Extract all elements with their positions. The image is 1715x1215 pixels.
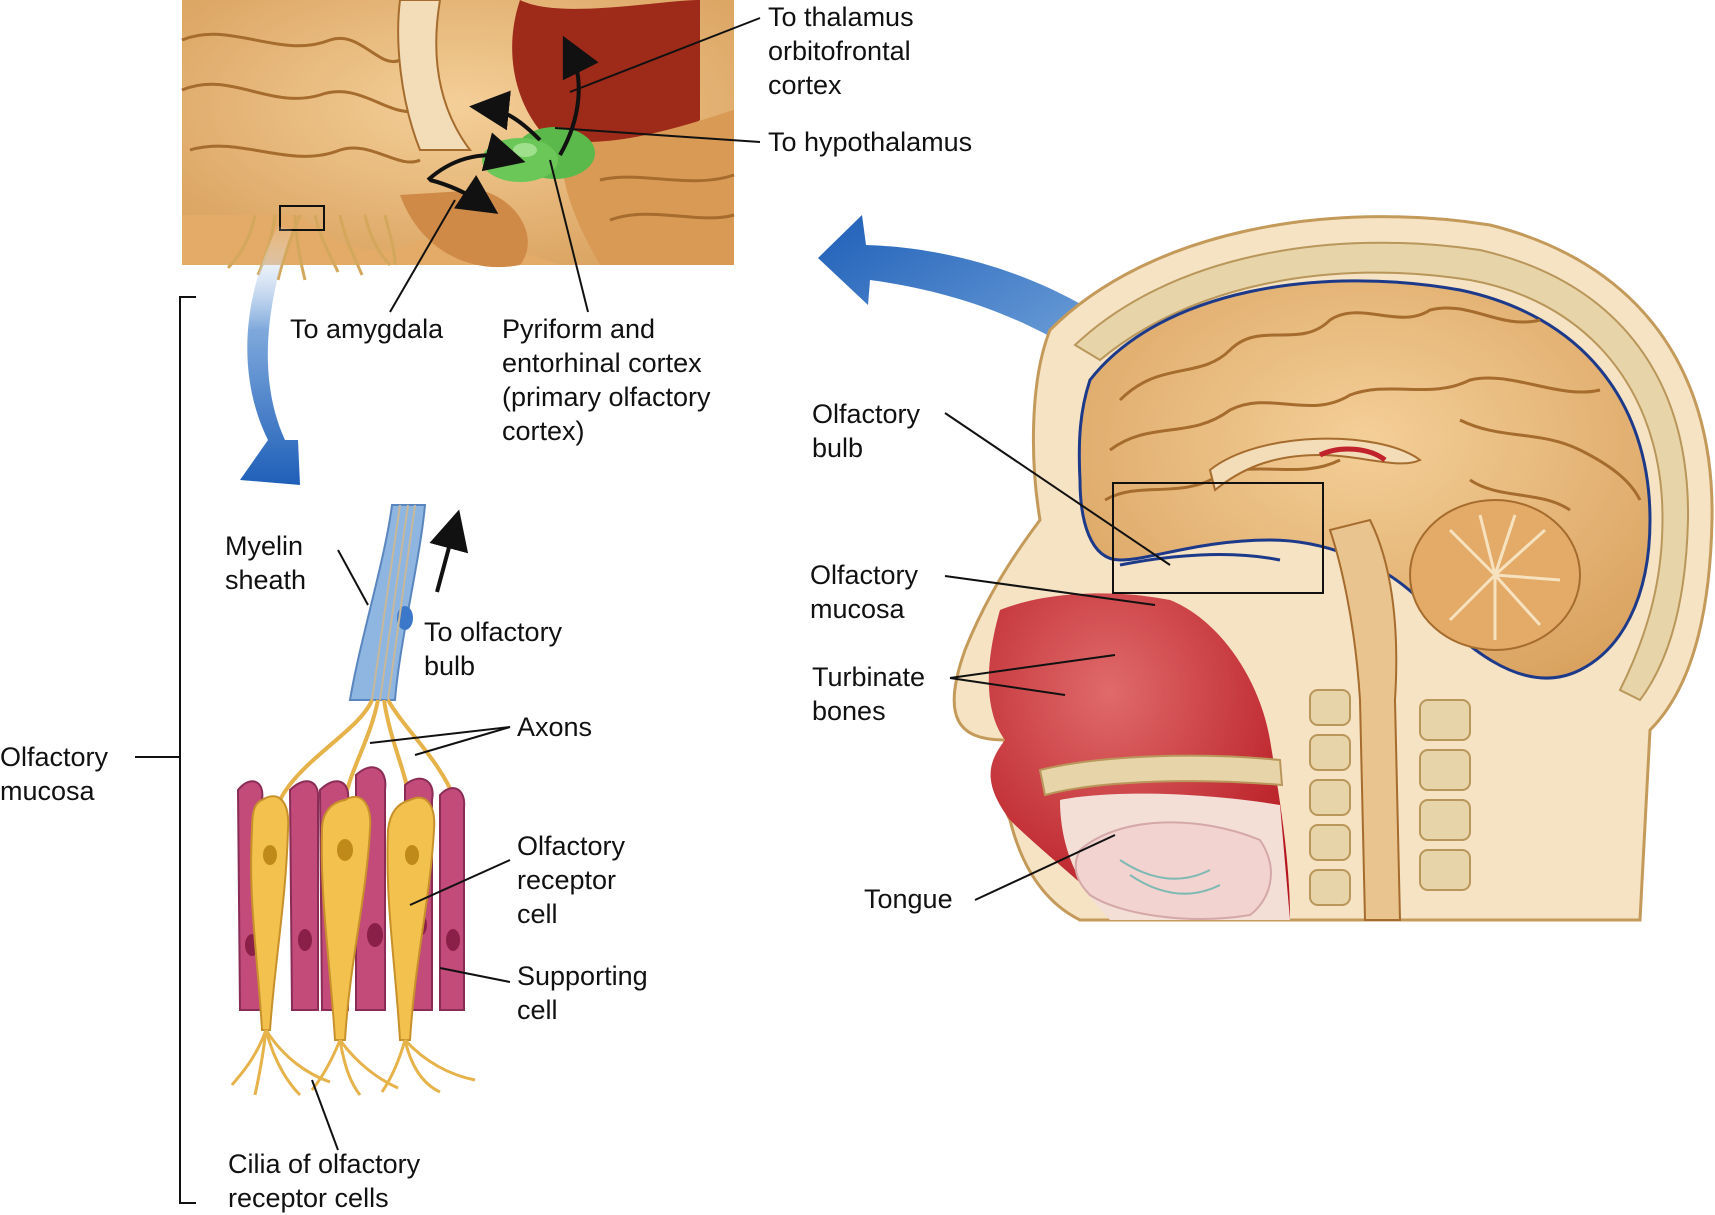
leader-lines (311, 17, 1171, 1151)
brain-inset (181, 0, 735, 281)
label-axons: Axons (517, 712, 593, 742)
head-section (952, 215, 1714, 922)
label-tongue: Tongue (864, 884, 953, 914)
mucosa-bracket (135, 296, 196, 1204)
inset-to-cells-arrow (240, 226, 300, 485)
head-to-inset-arrow (818, 215, 1225, 470)
label-to-hypothalamus: To hypothalamus (768, 127, 973, 157)
label-to-amygdala: To amygdala (290, 314, 444, 344)
receptor-cells-illustration (230, 504, 476, 1097)
